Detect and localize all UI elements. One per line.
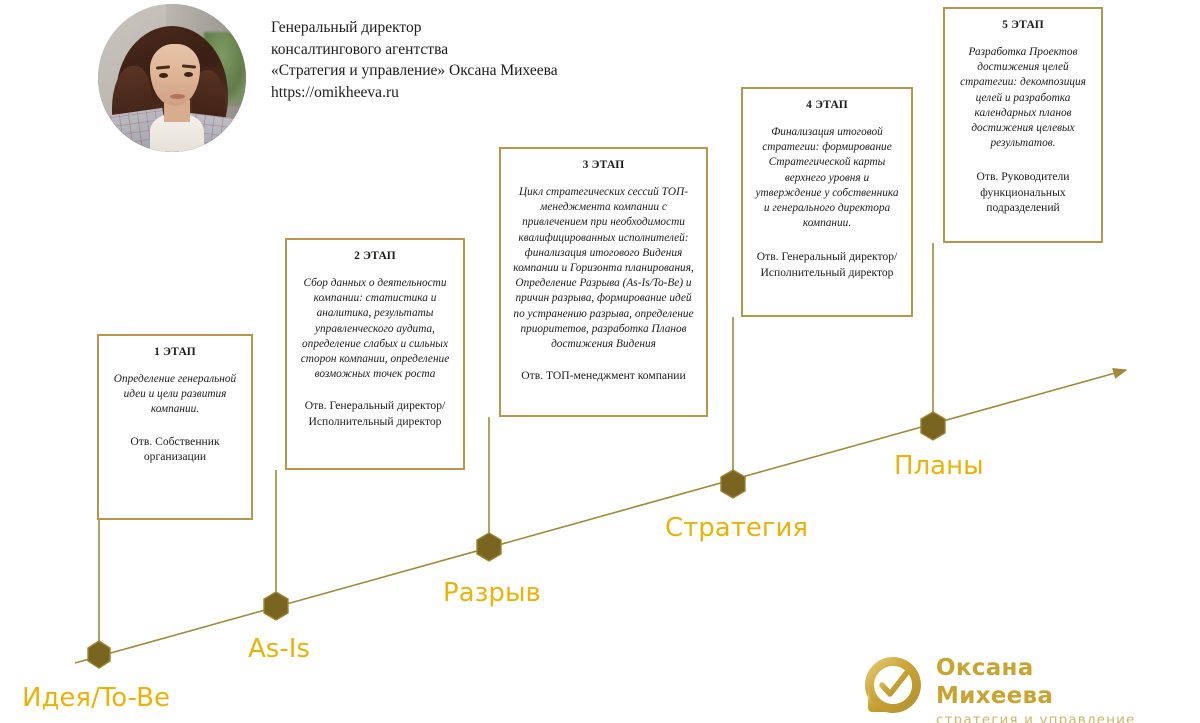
milestone-label-1: Идея/To-Be [22, 683, 170, 713]
stage-title: 5 ЭТАП [1002, 19, 1044, 31]
milestone-marker-5[interactable] [920, 411, 946, 441]
stage-description: Сбор данных о деятельности компании: ста… [300, 277, 450, 381]
stage-responsible: Отв. Генеральный директор/Исполнительный… [756, 250, 898, 279]
milestone-label-5: Планы [894, 451, 984, 481]
milestone-label-4: Стратегия [665, 513, 809, 543]
stage-responsible: Отв. ТОП-менеджмент компании [521, 369, 686, 383]
milestone-label-3: Разрыв [443, 578, 541, 608]
logo-tagline: стратегия и управление [936, 712, 1136, 723]
circle-check-logo-icon [864, 657, 921, 713]
stage-responsible: Отв. Руководители функциональных подразд… [976, 170, 1070, 215]
header-website[interactable]: https://omikheeva.ru [271, 83, 399, 101]
milestone-marker-1[interactable] [87, 640, 111, 669]
logo-text-block: Оксана Михеева стратегия и управление [936, 654, 1142, 723]
stage-title: 3 ЭТАП [582, 159, 625, 171]
avatar [98, 4, 246, 152]
stage-card-1[interactable]: 1 ЭТАП Определение генеральной идеи и це… [97, 334, 253, 520]
milestone-marker-3[interactable] [476, 532, 502, 562]
stage-title: 1 ЭТАП [154, 346, 196, 358]
stage-description: Определение генеральной идеи и цели разв… [113, 373, 237, 416]
stage-card-3[interactable]: 3 ЭТАП Цикл стратегических сессий ТОП-ме… [499, 147, 708, 417]
stage-card-2[interactable]: 2 ЭТАП Сбор данных о деятельности компан… [285, 238, 465, 470]
portrait-eye-right [184, 72, 193, 77]
milestone-marker-4[interactable] [720, 469, 746, 499]
stage-card-5[interactable]: 5 ЭТАП Разработка Проектов достижения це… [943, 7, 1103, 243]
stage-responsible: Отв. Генеральный директор/Исполнительный… [304, 399, 446, 428]
logo-name: Оксана Михеева [936, 655, 1054, 709]
milestone-marker-2[interactable] [263, 591, 289, 621]
stage-description: Разработка Проектов достижения целей стр… [960, 46, 1086, 150]
header-line-1: Генеральный директор [271, 19, 422, 36]
stage-responsible: Отв. Собственник организации [130, 434, 220, 464]
brand-logo[interactable]: Оксана Михеева стратегия и управление [862, 652, 1142, 723]
stage-card-4[interactable]: 4 ЭТАП Финализация итоговой стратегии: ф… [741, 87, 913, 317]
milestone-label-2: As-Is [248, 634, 310, 664]
header-line-2: консалтингового агентства [271, 40, 449, 58]
stage-description: Финализация итоговой стратегии: формиров… [755, 126, 899, 230]
header-line-3: «Стратегия и управление» Оксана Михеева [271, 62, 558, 79]
portrait-eye-left [159, 73, 168, 78]
portrait-mouth [170, 94, 185, 99]
stage-title: 2 ЭТАП [354, 250, 396, 262]
stage-description: Цикл стратегических сессий ТОП-менеджмен… [513, 186, 694, 351]
stage-title: 4 ЭТАП [806, 99, 848, 111]
header-credentials: Генеральный директор консалтингового аге… [271, 17, 701, 103]
